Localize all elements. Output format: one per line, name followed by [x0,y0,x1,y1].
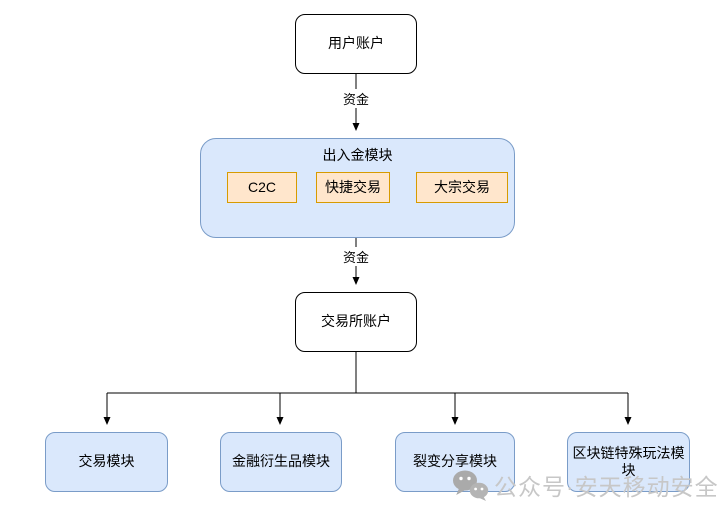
node-financial-derivatives-module: 金融衍生品模块 [220,432,342,492]
node-fission-sharing-module: 裂变分享模块 [395,432,515,492]
deposit-module-title: 出入金模块 [322,147,393,163]
edge-label-funds-1: 资金 [340,89,372,108]
node-exchange-account: 交易所账户 [295,292,417,352]
node-c2c: C2C [227,172,297,203]
node-blockchain-special-module: 区块链特殊玩法模块 [567,432,690,492]
edge-label-funds-2: 资金 [340,247,372,266]
node-user-account: 用户账户 [295,14,417,74]
node-trade-module: 交易模块 [45,432,168,492]
node-block-trade: 大宗交易 [416,172,508,203]
node-quick-trade: 快捷交易 [316,172,390,203]
